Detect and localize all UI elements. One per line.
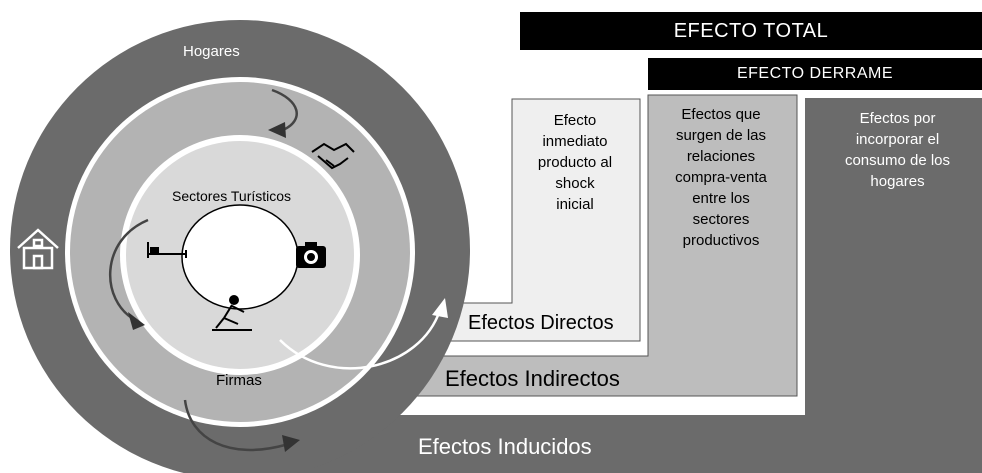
camera-icon bbox=[296, 242, 326, 268]
directo-line: producto al bbox=[537, 154, 613, 171]
bed-icon bbox=[147, 242, 187, 258]
directo-line: shock bbox=[555, 175, 595, 192]
skier-icon bbox=[212, 295, 252, 331]
firmas-label: Firmas bbox=[216, 372, 262, 389]
sectores-turisticos-label: Sectores Turísticos bbox=[172, 188, 292, 204]
inducido-line: Efectos por bbox=[859, 110, 936, 127]
arrow-center-icon bbox=[279, 309, 442, 370]
indirecto-line: sectores bbox=[692, 211, 750, 228]
efecto-total-header: EFECTO TOTAL bbox=[520, 12, 982, 50]
arrow-left-head-icon bbox=[128, 312, 145, 330]
indirecto-line: relaciones bbox=[686, 148, 756, 165]
arrow-left-icon bbox=[108, 218, 149, 322]
efecto-total-label: EFECTO TOTAL bbox=[673, 19, 829, 42]
indirecto-line: surgen de las bbox=[675, 127, 767, 144]
arrow-bottom-head-icon bbox=[282, 435, 300, 452]
directo-line: Efecto bbox=[553, 112, 597, 129]
arrow-hogares-head-icon bbox=[268, 122, 286, 138]
efecto-derrame-header: EFECTO DERRAME bbox=[648, 58, 982, 90]
efectos-directos-label: Efectos Directos bbox=[468, 312, 614, 334]
indirecto-line: entre los bbox=[692, 190, 750, 207]
inducido-line: incorporar el bbox=[855, 131, 940, 148]
efecto-derrame-label: EFECTO DERRAME bbox=[736, 65, 894, 82]
center-hole bbox=[181, 204, 299, 310]
efectos-indirectos-label: Efectos Indirectos bbox=[445, 366, 620, 391]
directo-line: inmediato bbox=[542, 133, 608, 150]
efectos-inducidos-label: Efectos Inducidos bbox=[418, 434, 592, 459]
hogares-label: Hogares bbox=[183, 43, 240, 60]
arrow-bottom-icon bbox=[183, 399, 286, 452]
arrow-hogares-icon bbox=[271, 88, 298, 132]
house-icon bbox=[17, 228, 59, 270]
arrow-center-head-icon bbox=[432, 298, 448, 318]
indirecto-line: Efectos que bbox=[681, 106, 761, 123]
inducido-description: Efectos por incorporar el consumo de los… bbox=[815, 108, 980, 192]
handshake-icon bbox=[311, 142, 355, 170]
indirecto-line: compra-venta bbox=[675, 169, 767, 186]
indirecto-line: productivos bbox=[682, 232, 760, 249]
directo-description: Efecto inmediato producto al shock inici… bbox=[516, 110, 634, 215]
indirecto-description: Efectos que surgen de las relaciones com… bbox=[650, 104, 792, 251]
inducido-line: hogares bbox=[870, 173, 925, 190]
inducido-line: consumo de los bbox=[844, 152, 951, 169]
directo-line: inicial bbox=[556, 196, 594, 213]
